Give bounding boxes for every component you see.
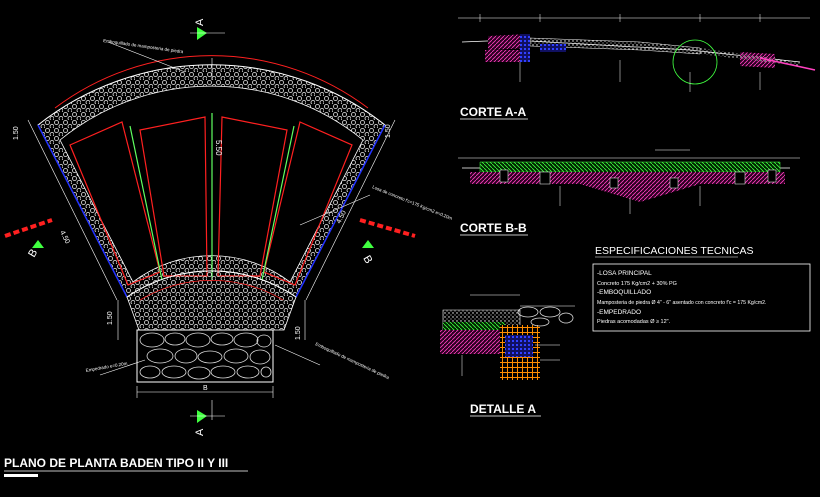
section-marker-a-top: [190, 27, 225, 40]
plan-top-red-arc: [54, 55, 369, 109]
dimension-lines: [27, 41, 396, 420]
plan-view: A A B B 1.50 4.50 1.50 4.50 1.50 1.50 5.…: [4, 18, 453, 477]
stone-apron: [136, 329, 274, 383]
note-bottom-left: Empedrado e=0.20m: [85, 361, 128, 373]
dim-left-mid: 4.50: [58, 230, 70, 245]
dim-left-bottom: 1.50: [107, 311, 114, 325]
spec-line-1: -LOSA PRINCIPAL: [597, 270, 652, 277]
dim-right-bottom: 1.50: [295, 326, 302, 340]
spec-line-2: Concreto 175 Kg/cm2 + 30% PG: [597, 281, 677, 287]
marker-a-top-label: A: [194, 18, 206, 26]
plan-lower-hex-band: [126, 270, 297, 331]
section-marker-b-left: [4, 218, 53, 248]
marker-b-left-label: B: [26, 247, 40, 259]
specs-title: ESPECIFICACIONES TECNICAS: [595, 245, 754, 257]
spec-line-4: Mamposteria de piedra Ø 4" - 6" asentado…: [597, 300, 766, 306]
side-line-right: [295, 124, 386, 298]
plan-title-bar: [4, 474, 38, 477]
section-marker-b-right: [359, 218, 416, 248]
joint-right: [261, 125, 295, 281]
dim-left-top: 1.50: [13, 126, 20, 140]
detalle-a-title: DETALLE A: [470, 402, 536, 416]
note-right: Losa de concreto f'c=175 Kg/cm2 e=0.20m: [372, 184, 454, 221]
spec-line-5: -EMPEDRADO: [597, 309, 641, 316]
specifications-panel: ESPECIFICACIONES TECNICAS -LOSA PRINCIPA…: [592, 245, 811, 332]
spec-line-3: -EMBOQUILLADO: [597, 289, 651, 296]
corte-bb-section: CORTE B-B: [458, 149, 800, 236]
slab-panel-4: [263, 121, 353, 286]
detalle-a-section: DETALLE A: [440, 294, 575, 417]
specs-box: [592, 263, 811, 332]
plan-title: PLANO DE PLANTA BADEN TIPO II Y III: [4, 456, 228, 470]
note-top: Emboquillado de mamposteria de piedra: [103, 38, 184, 54]
section-marker-a-bottom: [190, 410, 225, 423]
corte-aa-title: CORTE A-A: [460, 105, 527, 119]
plan-lower-red-arc: [139, 279, 284, 301]
dim-bottom-width: B: [203, 385, 208, 392]
stone-pattern: [139, 332, 272, 380]
marker-b-right-label: B: [360, 254, 374, 266]
joint-left: [129, 125, 163, 281]
side-line-left: [37, 124, 128, 298]
marker-a-bottom-label: A: [194, 428, 206, 436]
slab-panel-3: [217, 116, 288, 277]
corte-bb-title: CORTE B-B: [460, 221, 527, 235]
dim-center: 5.50: [214, 140, 223, 156]
note-bottom-right: Emboquillado de mamposteria de piedra: [315, 341, 391, 380]
detail-a-callout-circle: [672, 39, 718, 85]
dim-right-top: 1.50: [385, 124, 392, 138]
corte-aa-section: CORTE A-A: [458, 14, 816, 120]
spec-line-6: Piedras acomodadas Ø ≥ 12".: [597, 319, 671, 325]
